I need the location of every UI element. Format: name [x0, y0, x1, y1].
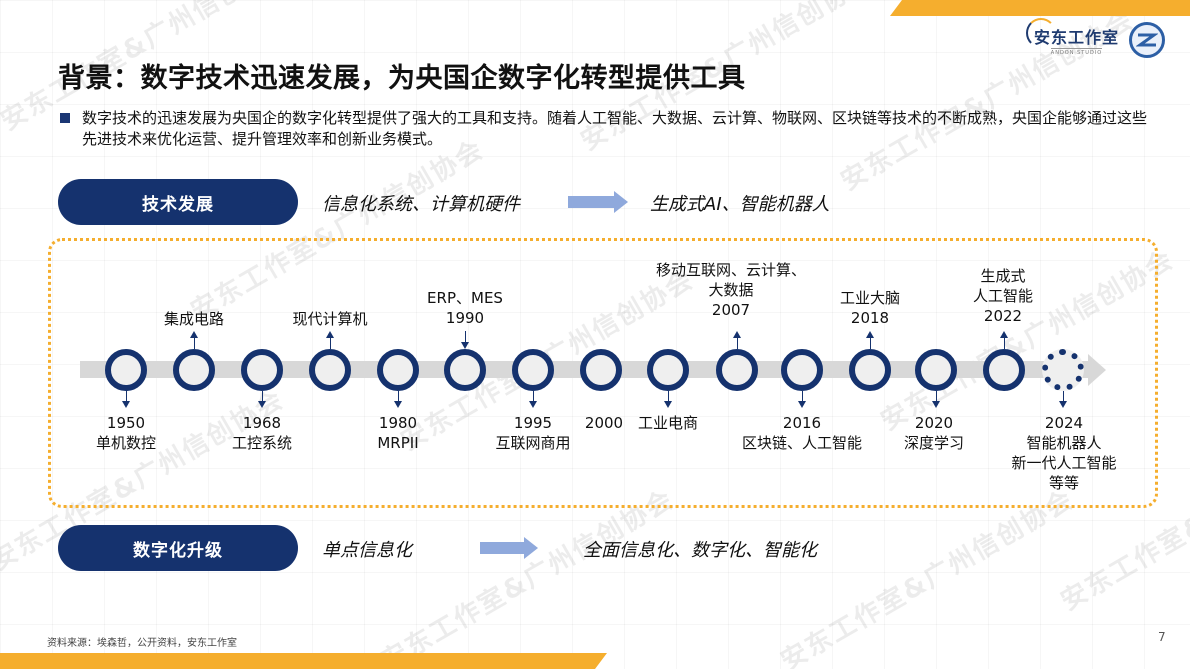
up-arrow-icon	[326, 331, 334, 338]
digital-to-label: 全面信息化、数字化、智能化	[583, 540, 817, 561]
intro-bullet: 数字技术的迅速发展为央国企的数字化转型提供了强大的工具和支持。随着人工智能、大数…	[60, 108, 1150, 150]
timeline-label-computer: 现代计算机	[292, 310, 368, 328]
bottom-accent-bar	[0, 653, 607, 669]
connector-line	[802, 391, 803, 403]
up-arrow-icon	[866, 331, 874, 338]
timeline-node-2	[241, 349, 283, 391]
intro-text: 数字技术的迅速发展为央国企的数字化转型提供了强大的工具和支持。随着人工智能、大数…	[82, 109, 1148, 148]
timeline-container	[48, 238, 1158, 508]
circular-emblem-icon	[1129, 22, 1166, 58]
connector-line	[1063, 391, 1064, 403]
connector-line	[398, 391, 399, 403]
tech-from-label: 信息化系统、计算机硬件	[322, 194, 520, 215]
down-arrow-icon	[394, 401, 402, 408]
timeline-node-14	[1042, 349, 1084, 391]
connector-line	[262, 391, 263, 403]
source-footnote: 资料来源：埃森哲，公开资料，安东工作室	[47, 638, 237, 649]
connector-line	[737, 337, 738, 349]
connector-line	[936, 391, 937, 403]
timeline-node-5	[444, 349, 486, 391]
down-arrow-icon	[1059, 401, 1067, 408]
page-title: 背景：数字技术迅速发展，为央国企数字化转型提供工具	[58, 63, 746, 94]
timeline-label-2000: 2000	[584, 414, 624, 432]
timeline-node-0	[105, 349, 147, 391]
digital-from-label: 单点信息化	[322, 540, 412, 561]
connector-line	[465, 331, 466, 343]
timeline-node-9	[716, 349, 758, 391]
timeline-node-4	[377, 349, 419, 391]
down-arrow-icon	[798, 401, 806, 408]
top-accent-bar	[890, 0, 1190, 16]
right-arrow-icon	[480, 537, 540, 559]
timeline-node-3	[309, 349, 351, 391]
timeline-node-11	[849, 349, 891, 391]
up-arrow-icon	[190, 331, 198, 338]
connector-line	[533, 391, 534, 403]
up-arrow-icon	[1000, 331, 1008, 338]
connector-line	[1004, 337, 1005, 349]
timeline-node-1	[173, 349, 215, 391]
down-arrow-icon	[461, 342, 469, 349]
timeline-node-13	[983, 349, 1025, 391]
down-arrow-icon	[122, 401, 130, 408]
timeline-node-7	[580, 349, 622, 391]
logo-group: 安东工作室 ANDON STUDIO	[1026, 18, 1166, 58]
tech-development-pill: 技术发展	[58, 179, 298, 225]
down-arrow-icon	[529, 401, 537, 408]
logo-arc-icon	[1026, 18, 1056, 48]
down-arrow-icon	[932, 401, 940, 408]
bullet-square-icon	[60, 113, 70, 123]
connector-line	[194, 337, 195, 349]
connector-line	[870, 337, 871, 349]
digital-upgrade-pill: 数字化升级	[58, 525, 298, 571]
connector-line	[668, 391, 669, 403]
right-arrow-icon	[568, 191, 628, 213]
timeline-node-6	[512, 349, 554, 391]
connector-line	[126, 391, 127, 403]
tech-to-label: 生成式AI、智能机器人	[650, 194, 830, 215]
timeline-node-12	[915, 349, 957, 391]
timeline-label-ecommerce: 工业电商	[637, 414, 699, 432]
logo-subtext: ANDON STUDIO	[1050, 48, 1103, 56]
timeline-arrowhead-icon	[1088, 354, 1106, 386]
page-number: 7	[1158, 630, 1166, 644]
down-arrow-icon	[664, 401, 672, 408]
studio-logo: 安东工作室 ANDON STUDIO	[1026, 18, 1119, 56]
timeline-node-10	[781, 349, 823, 391]
connector-line	[330, 337, 331, 349]
timeline-label-ic: 集成电路	[163, 310, 225, 328]
up-arrow-icon	[733, 331, 741, 338]
down-arrow-icon	[258, 401, 266, 408]
timeline-node-8	[647, 349, 689, 391]
